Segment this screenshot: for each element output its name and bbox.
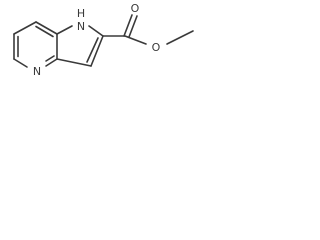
atom-carbonyl-oxygen: O xyxy=(131,2,140,15)
bond-carbonyl-c-ester-o xyxy=(124,35,147,45)
atom-pyridine-nitrogen: N xyxy=(33,65,41,78)
atom-pyrrole-hydrogen: H xyxy=(77,7,85,20)
bond-c7a-n1 xyxy=(56,25,73,35)
chemical-structure-diagram: N N H O O xyxy=(13,2,194,78)
bond-c4-n5 xyxy=(13,58,28,68)
bond-c3-c4 xyxy=(13,33,19,60)
bond-c7-c6 xyxy=(13,21,37,35)
pyrrole-ring xyxy=(56,25,104,67)
pyridine-ring xyxy=(13,21,58,68)
bond-n1-c2 xyxy=(88,25,104,37)
bond-c3-c3a xyxy=(56,58,92,67)
bond-carbonyl-c-o-double xyxy=(123,14,138,38)
bond-ester-o-methyl xyxy=(166,30,194,45)
bond-c7a-c7 xyxy=(35,21,58,38)
ester-group xyxy=(102,14,194,45)
bond-c2-c3 xyxy=(86,35,104,67)
atom-ester-oxygen: O xyxy=(152,41,161,54)
atom-pyrrole-nitrogen: N xyxy=(77,20,85,33)
bond-n5-c5a xyxy=(45,55,58,67)
